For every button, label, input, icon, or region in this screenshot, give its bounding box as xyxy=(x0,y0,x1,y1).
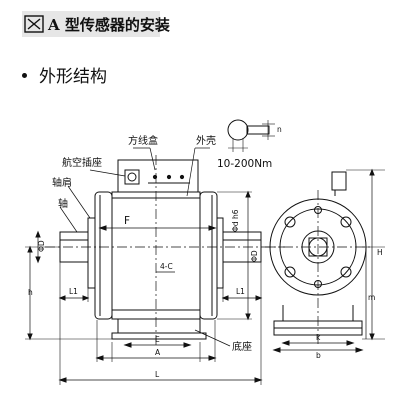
base-shape xyxy=(117,318,201,334)
junction-box-shape xyxy=(117,159,199,193)
section-heading: 外形结构 xyxy=(22,62,107,87)
label-F: F xyxy=(124,215,130,227)
socket-shape xyxy=(124,169,140,185)
label-k: k xyxy=(316,333,321,342)
label-h: h xyxy=(28,288,33,297)
left-flange-shape xyxy=(94,191,113,320)
label-n: n xyxy=(277,125,282,134)
label-4C: 4-C xyxy=(160,262,173,271)
label-housing: 外壳 xyxy=(196,134,216,147)
title-bar xyxy=(22,11,160,37)
label-d: Φd h6 xyxy=(231,209,240,232)
right-flange-shape xyxy=(199,191,218,320)
label-shaft: 轴 xyxy=(58,197,68,210)
label-L: L xyxy=(155,370,160,379)
label-d2: ΦD xyxy=(37,240,46,252)
bullet-icon xyxy=(22,73,27,78)
label-D: ΦD xyxy=(250,250,259,262)
label-H: H xyxy=(377,248,383,257)
close-box-icon xyxy=(24,15,44,33)
label-base: 底座 xyxy=(232,340,252,353)
label-b: b xyxy=(316,351,321,360)
label-range: 10-200Nm xyxy=(217,158,272,170)
label-junction-box: 方线盒 xyxy=(128,134,158,147)
label-E: E xyxy=(155,335,160,344)
front-socket-shape xyxy=(331,171,347,191)
label-m: m xyxy=(368,293,375,302)
label-A: A xyxy=(155,348,161,357)
label-aviation-socket: 航空插座 xyxy=(62,156,102,169)
page-title: A 型传感器的安装 xyxy=(48,16,170,34)
key-end-shape xyxy=(227,119,249,141)
shaft-shoulder-shape xyxy=(87,217,96,289)
label-L1-left: L1 xyxy=(69,287,78,296)
label-L1-right: L1 xyxy=(236,287,245,296)
label-shaft-shoulder: 轴肩 xyxy=(52,176,72,189)
section-label: 外形结构 xyxy=(39,67,107,87)
